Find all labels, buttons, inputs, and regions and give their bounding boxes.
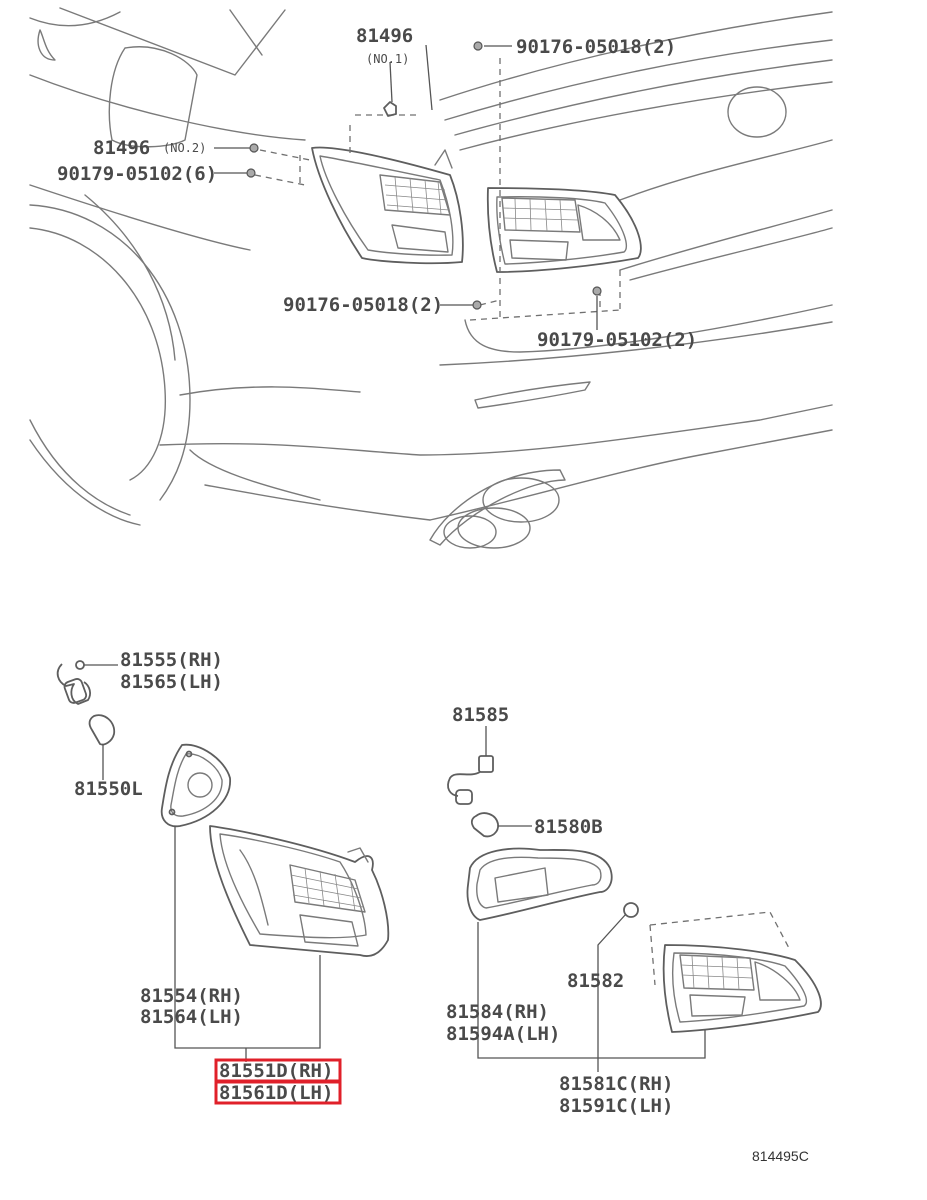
label-81555: 81555(RH) [120,649,223,671]
bulb-81550l [88,714,116,780]
label-no1: (NO.1) [366,52,409,66]
label-81496-no1: 81496 [356,25,413,47]
clip-81582 [623,902,639,918]
label-no2: (NO.2) [163,141,206,155]
label-90176-top: 90176-05018(2) [516,36,676,58]
clip-81496-no2 [249,143,259,153]
outer-lamp-body [209,825,390,957]
inner-lamp-body [649,911,822,1033]
label-81496-no2: 81496 [93,137,150,159]
label-81551d: 81551D(RH) [219,1060,333,1082]
inner-lamp-exploded [447,726,822,1072]
label-90179-right: 90179-05102(2) [537,329,697,351]
exhaust-tips [429,469,566,549]
label-90179-left: 90179-05102(6) [57,163,217,185]
highlight-box-81561d [214,1080,342,1105]
label-81565: 81565(LH) [120,671,223,693]
tail-lamp-inner-installed [486,187,642,273]
label-81580b: 81580B [534,816,603,838]
nut-90176-mid [472,300,482,310]
label-90176-mid: 90176-05018(2) [283,294,443,316]
socket-wire-81585 [447,726,494,805]
label-81582: 81582 [567,970,624,992]
nut-90176-top [473,41,483,51]
label-81581c: 81581C(RH) [559,1073,673,1095]
label-81591c: 81591C(LH) [559,1095,673,1117]
socket-wire-81555 [56,660,118,705]
tail-lamp-outer-installed [311,146,464,265]
bulb-81580b [470,812,532,838]
nut-90179-right [592,286,602,296]
diagram-ref-code: 814495C [752,1148,809,1164]
label-81585: 81585 [452,704,509,726]
label-81554: 81554(RH) [140,985,243,1007]
label-81594a: 81594A(LH) [446,1023,560,1045]
nut-90179-left [246,168,256,178]
label-81561d: 81561D(LH) [219,1082,333,1104]
gasket-81584 [466,847,613,921]
gasket-81554 [160,743,231,828]
label-81564: 81564(LH) [140,1006,243,1028]
vehicle-rear-illustration [29,7,833,549]
label-81584: 81584(RH) [446,1001,549,1023]
outer-lamp-exploded [56,660,390,1062]
clip-81496-no1 [383,101,397,117]
label-81550l: 81550L [74,778,143,800]
